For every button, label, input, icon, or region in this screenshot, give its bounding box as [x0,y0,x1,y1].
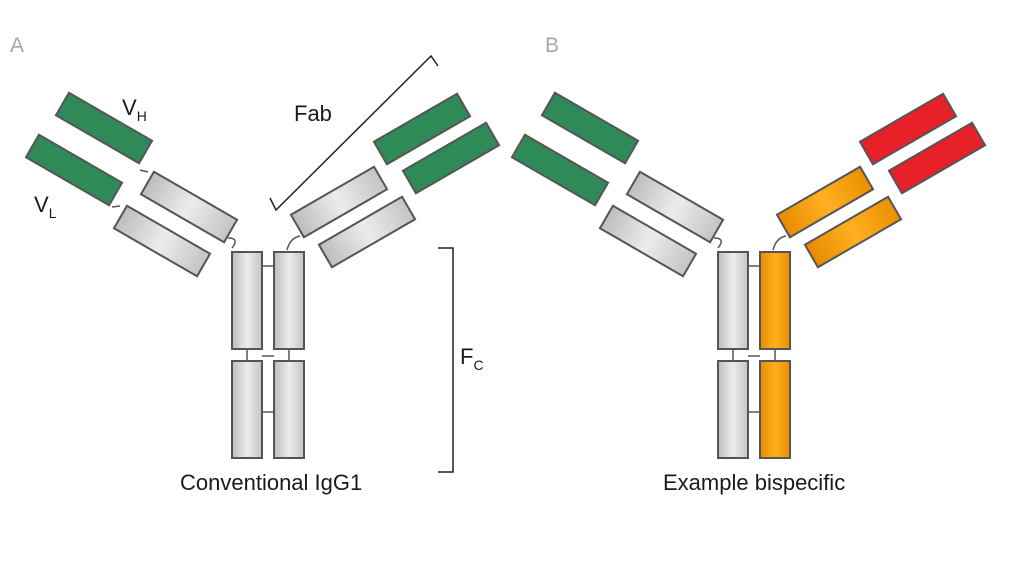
heavy-ch3-domain-right [273,360,305,459]
vl-domain-left [510,133,610,207]
vl-label: VL [34,192,57,221]
hinge-curve-left [227,237,236,249]
fab-arm-right-a [289,92,501,269]
vh-domain-left [54,91,154,165]
fab-bracket [269,54,439,212]
fc-bracket [438,247,454,473]
caption-conventional-igg1: Conventional IgG1 [180,470,362,495]
heavy-ch2-domain-left [231,251,263,350]
hinge-curve-right [286,235,301,251]
vh-domain-left [540,91,640,165]
domain-link [111,205,121,208]
caption-example-bispecific: Example bispecific [663,470,845,495]
fab-arm-left-a [24,91,239,278]
heavy-ch2-domain-right [273,251,305,350]
fc-region-a [231,251,305,459]
fab-arm-right-b [775,92,987,269]
heavy-ch3-domain-right-orange [759,360,791,459]
heavy-ch3-domain-left [717,360,749,459]
ch1-domain-right-orange [775,165,875,239]
heavy-ch2-domain-left [717,251,749,350]
heavy-ch3-domain-left [231,360,263,459]
vh-domain-right [372,92,472,166]
cl-domain-right-orange [803,195,903,269]
panel-b-letter: B [545,34,559,57]
hinge-curve-left [713,237,722,249]
hinge-curve-right [772,235,787,251]
cl-domain-left [598,204,698,278]
panel-b-bispecific: B Example bispecific [510,34,987,495]
vh-label: VH [122,95,147,124]
fab-arm-left-b [510,91,725,278]
vl-domain-left [24,133,124,207]
ch1-domain-left [625,170,725,244]
fab-label: Fab [294,101,332,126]
cl-domain-right [317,195,417,269]
panel-a-conventional-igg1: A [10,34,501,495]
cl-domain-left [112,204,212,278]
heavy-ch2-domain-right-orange [759,251,791,350]
panel-a-letter: A [10,34,24,57]
vl-domain-right-red [887,121,987,195]
ch1-domain-left [139,170,239,244]
ch1-domain-right [289,165,389,239]
domain-link [139,169,149,173]
vl-domain-right [401,121,501,195]
fc-label: FC [460,344,484,373]
vh-domain-right-red [858,92,958,166]
